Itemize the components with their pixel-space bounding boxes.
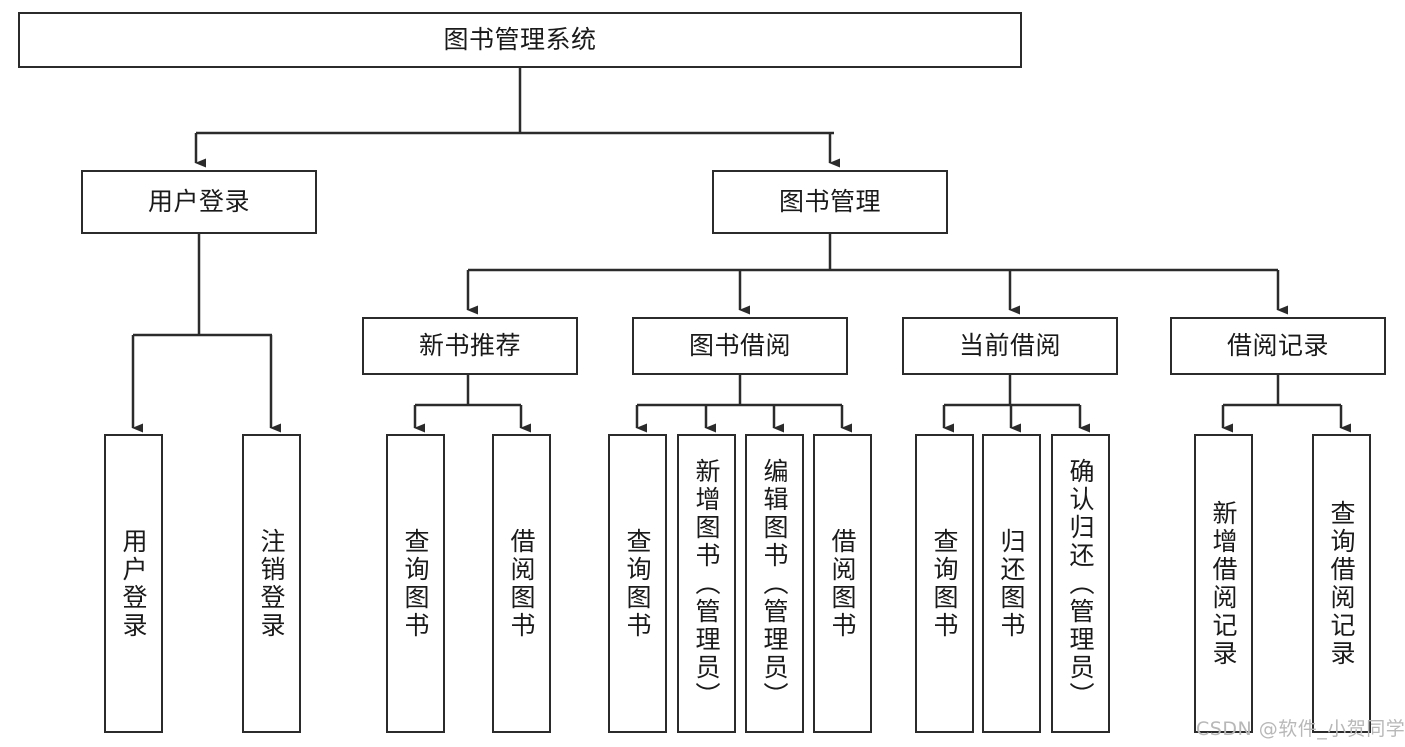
node-borrow-record[interactable]: 借阅记录 xyxy=(1170,317,1386,375)
leaf-user-login-label: 用户登录 xyxy=(119,527,148,640)
leaf-add-book[interactable]: 新增图书（管理员） xyxy=(677,434,736,733)
node-book-borrow[interactable]: 图书借阅 xyxy=(632,317,848,375)
leaf-borrow-book-borrow[interactable]: 借阅图书 xyxy=(813,434,872,733)
leaf-user-logout-label: 注销登录 xyxy=(257,527,286,640)
leaf-confirm-return[interactable]: 确认归还（管理员） xyxy=(1051,434,1110,733)
node-user-login-label: 用户登录 xyxy=(147,187,250,217)
leaf-query-book-borrow[interactable]: 查询图书 xyxy=(608,434,667,733)
leaf-query-book-current-label: 查询图书 xyxy=(930,527,959,640)
leaf-user-login[interactable]: 用户登录 xyxy=(104,434,163,733)
node-new-book-recommend-label: 新书推荐 xyxy=(418,331,521,361)
leaf-edit-book[interactable]: 编辑图书（管理员） xyxy=(745,434,804,733)
node-book-borrow-label: 图书借阅 xyxy=(688,331,791,361)
leaf-query-book-current[interactable]: 查询图书 xyxy=(915,434,974,733)
node-root-label: 图书管理系统 xyxy=(443,25,597,55)
leaf-borrow-book-new-recommend[interactable]: 借阅图书 xyxy=(492,434,551,733)
leaf-add-borrow-record-label: 新增借阅记录 xyxy=(1209,499,1238,668)
leaf-user-logout[interactable]: 注销登录 xyxy=(242,434,301,733)
leaf-borrow-book-new-recommend-label: 借阅图书 xyxy=(507,527,536,640)
leaf-confirm-return-label: 确认归还（管理员） xyxy=(1066,457,1095,710)
leaf-borrow-book-borrow-label: 借阅图书 xyxy=(828,527,857,640)
leaf-return-book-label: 归还图书 xyxy=(997,527,1026,640)
node-book-management-label: 图书管理 xyxy=(778,187,881,217)
leaf-add-book-label: 新增图书（管理员） xyxy=(692,457,721,710)
node-current-borrow[interactable]: 当前借阅 xyxy=(902,317,1118,375)
leaf-query-book-borrow-label: 查询图书 xyxy=(623,527,652,640)
node-borrow-record-label: 借阅记录 xyxy=(1226,331,1329,361)
leaf-add-borrow-record[interactable]: 新增借阅记录 xyxy=(1194,434,1253,733)
csdn-watermark: CSDN @软件_小贺同学 xyxy=(1196,718,1405,740)
node-user-login[interactable]: 用户登录 xyxy=(81,170,317,234)
leaf-query-borrow-record[interactable]: 查询借阅记录 xyxy=(1312,434,1371,733)
node-book-management[interactable]: 图书管理 xyxy=(712,170,948,234)
node-root-book-management-system[interactable]: 图书管理系统 xyxy=(18,12,1022,68)
leaf-return-book[interactable]: 归还图书 xyxy=(982,434,1041,733)
leaf-edit-book-label: 编辑图书（管理员） xyxy=(760,457,789,710)
leaf-query-book-new-recommend-label: 查询图书 xyxy=(401,527,430,640)
leaf-query-book-new-recommend[interactable]: 查询图书 xyxy=(386,434,445,733)
leaf-query-borrow-record-label: 查询借阅记录 xyxy=(1327,499,1356,668)
node-new-book-recommend[interactable]: 新书推荐 xyxy=(362,317,578,375)
node-current-borrow-label: 当前借阅 xyxy=(958,331,1061,361)
